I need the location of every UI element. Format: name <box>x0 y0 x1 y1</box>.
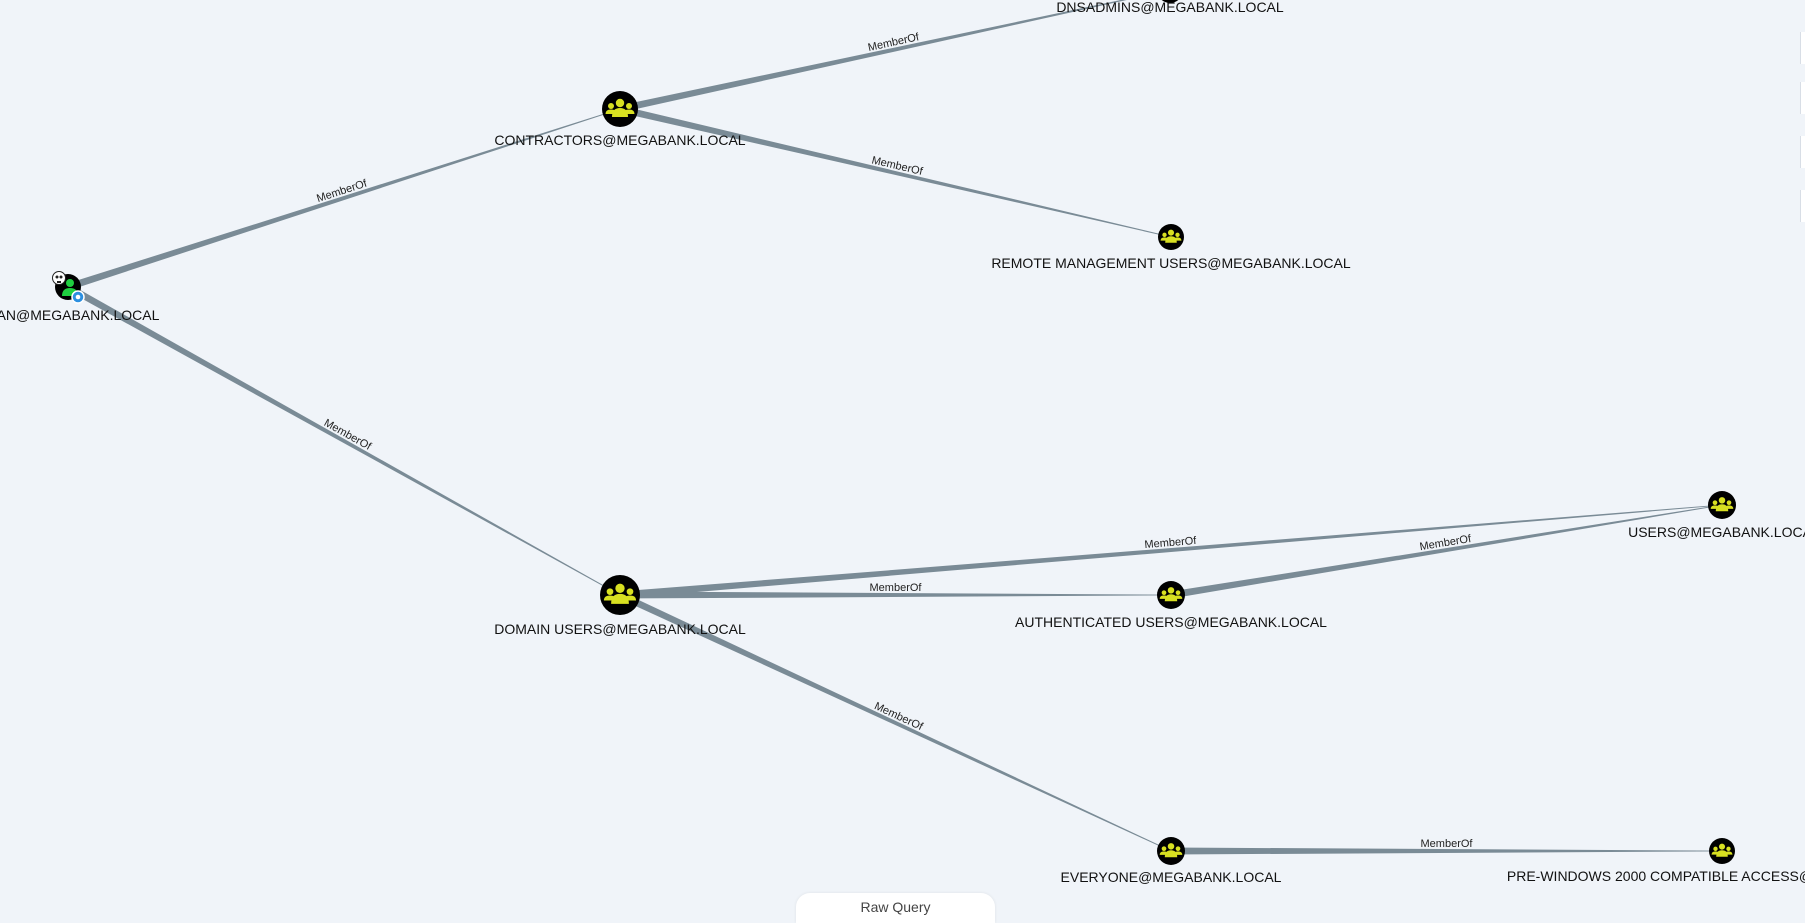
edge-layer: MemberOfMemberOfMemberOfMemberOfMemberOf… <box>66 0 1723 855</box>
target-icon <box>71 290 85 304</box>
edge-label: MemberOf <box>870 582 923 594</box>
edge-line[interactable] <box>1170 504 1723 599</box>
node-label: REMOTE MANAGEMENT USERS@MEGABANK.LOCAL <box>991 255 1351 271</box>
node-label: AN@MEGABANK.LOCAL <box>0 307 160 323</box>
edge-line[interactable] <box>619 105 1172 238</box>
panel-edge <box>1800 190 1805 222</box>
edge-domain_users-users[interactable]: MemberOf <box>619 504 1723 599</box>
node-label: DNSADMINS@MEGABANK.LOCAL <box>1056 0 1284 15</box>
group-icon <box>1711 843 1733 857</box>
edge-everyone-pre_win2000[interactable]: MemberOf <box>1171 838 1722 855</box>
edge-contractors-dnsadmins[interactable]: MemberOf <box>619 0 1170 113</box>
node-label: DOMAIN USERS@MEGABANK.LOCAL <box>494 621 746 637</box>
edge-line[interactable] <box>619 504 1723 599</box>
edge-line[interactable] <box>620 591 1171 599</box>
node-everyone[interactable]: EVERYONE@MEGABANK.LOCAL <box>1061 837 1282 885</box>
node-circle[interactable] <box>1157 0 1183 3</box>
edge-label: MemberOf <box>1421 838 1474 850</box>
node-label: CONTRACTORS@MEGABANK.LOCAL <box>494 132 745 148</box>
group-icon <box>1159 843 1183 858</box>
node-label: AUTHENTICATED USERS@MEGABANK.LOCAL <box>1015 614 1327 630</box>
panel-edge <box>1800 136 1805 168</box>
node-pre_win2000[interactable]: PRE-WINDOWS 2000 COMPATIBLE ACCESS@ <box>1507 838 1805 884</box>
group-icon <box>605 98 635 117</box>
panel-edge <box>1800 32 1805 64</box>
skull-icon <box>52 271 66 285</box>
node-domain_users[interactable]: DOMAIN USERS@MEGABANK.LOCAL <box>494 575 746 637</box>
node-layer: AN@MEGABANK.LOCAL CONTRACTORS@MEGABANK.LO… <box>0 0 1805 885</box>
node-label: EVERYONE@MEGABANK.LOCAL <box>1061 869 1282 885</box>
node-contractors[interactable]: CONTRACTORS@MEGABANK.LOCAL <box>494 91 746 148</box>
node-users[interactable]: USERS@MEGABANK.LOCA <box>1628 491 1805 540</box>
raw-query-button[interactable]: Raw Query <box>796 893 995 923</box>
edge-line[interactable] <box>66 108 621 291</box>
group-icon <box>603 583 637 604</box>
edge-authenticated_users-users[interactable]: MemberOf <box>1170 504 1723 599</box>
node-user[interactable]: AN@MEGABANK.LOCAL <box>0 271 160 324</box>
edge-line[interactable] <box>619 0 1170 113</box>
edge-label: MemberOf <box>315 177 369 205</box>
node-label: USERS@MEGABANK.LOCA <box>1628 524 1805 540</box>
edge-line[interactable] <box>66 283 621 596</box>
panel-edge <box>1800 82 1805 114</box>
edge-line[interactable] <box>1171 847 1722 855</box>
group-icon <box>1710 497 1734 512</box>
group-icon <box>1159 587 1183 602</box>
edge-label: MemberOf <box>1144 535 1198 551</box>
edge-line[interactable] <box>618 591 1172 852</box>
node-authenticated_users[interactable]: AUTHENTICATED USERS@MEGABANK.LOCAL <box>1015 581 1327 630</box>
edge-user-domain_users[interactable]: MemberOf <box>66 283 621 596</box>
node-label: PRE-WINDOWS 2000 COMPATIBLE ACCESS@ <box>1507 868 1805 884</box>
edge-contractors-remote_mgmt[interactable]: MemberOf <box>619 105 1172 238</box>
group-icon <box>1160 229 1182 243</box>
node-remote_mgmt[interactable]: REMOTE MANAGEMENT USERS@MEGABANK.LOCAL <box>991 224 1351 271</box>
node-dnsadmins[interactable]: DNSADMINS@MEGABANK.LOCAL <box>1056 0 1284 15</box>
edge-domain_users-authenticated_users[interactable]: MemberOf <box>620 582 1171 599</box>
